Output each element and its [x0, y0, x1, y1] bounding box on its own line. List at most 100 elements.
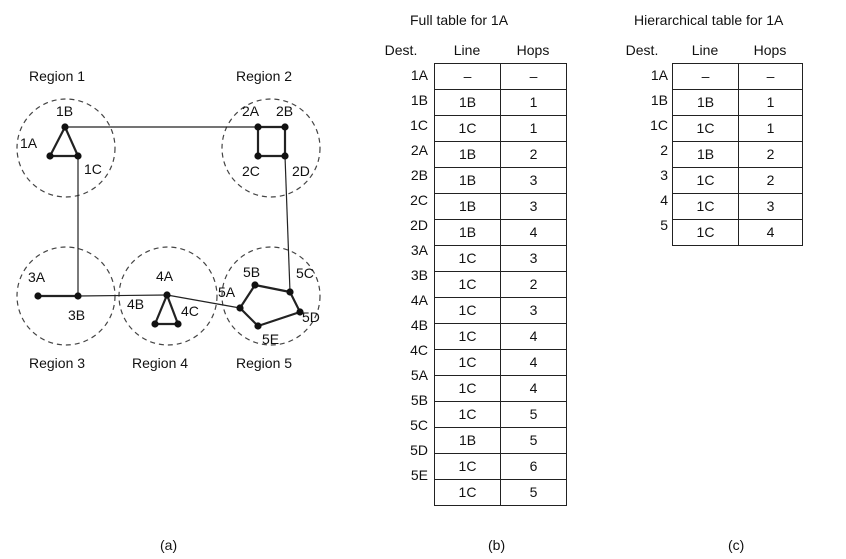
table-row: ––: [672, 63, 803, 90]
hops-cell: 3: [500, 297, 567, 324]
line-cell: 1C: [672, 115, 739, 142]
router-node-3B: [74, 292, 82, 300]
line-cell: 1B: [434, 219, 501, 246]
network-diagram: 1A 1B 1C 2A 2B 2C 2D 3A 3B 4A 4B 4C 5A 5…: [16, 68, 321, 553]
line-cell: 1B: [434, 141, 501, 168]
hops-cell: 2: [500, 271, 567, 298]
region-label-4: Region 4: [132, 355, 188, 371]
hops-cell: 4: [500, 375, 567, 402]
router-labels: 1A 1B 1C 2A 2B 2C 2D 3A 3B 4A 4B 4C 5A 5…: [20, 103, 320, 347]
region-label-5: Region 5: [236, 355, 292, 371]
router-label-5D: 5D: [302, 309, 320, 325]
link-4A-4C: [165, 294, 180, 325]
dest-cell: 4A: [410, 292, 428, 308]
router-node-5C: [286, 288, 294, 296]
dest-cell: 2C: [410, 192, 428, 208]
line-cell: 1B: [434, 89, 501, 116]
router-node-2A: [254, 123, 262, 131]
link-5C-5D: [289, 291, 301, 313]
dest-cell: 5C: [410, 417, 428, 433]
hops-cell: 1: [500, 115, 567, 142]
router-label-5C: 5C: [296, 265, 314, 281]
hops-cell: 5: [500, 427, 567, 454]
router-node-1A: [46, 152, 54, 160]
line-cell: 1C: [434, 375, 501, 402]
panel-label-b: (b): [488, 537, 506, 553]
full-table-header-dest: Dest.: [384, 42, 418, 58]
hops-cell: 5: [500, 401, 567, 428]
hops-cell: 2: [738, 141, 803, 168]
line-cell: 1B: [434, 427, 501, 454]
router-label-1B: 1B: [56, 103, 73, 119]
dest-cell: 3A: [410, 242, 428, 258]
router-label-2B: 2B: [276, 103, 293, 119]
hops-cell: 3: [500, 193, 567, 220]
router-node-5B: [251, 281, 259, 289]
full-table-title: Full table for 1A: [410, 12, 509, 28]
dest-cell: 4: [660, 192, 668, 208]
region-label-2: Region 2: [236, 68, 292, 84]
line-cell: 1C: [672, 167, 739, 194]
hier-table-header-dest: Dest.: [625, 42, 659, 58]
router-node-4C: [174, 320, 182, 328]
region-label-3: Region 3: [29, 355, 85, 371]
line-cell: 1C: [434, 401, 501, 428]
router-label-5E: 5E: [262, 331, 279, 347]
line-cell: 1C: [434, 245, 501, 272]
router-label-1C: 1C: [84, 161, 102, 177]
router-label-5A: 5A: [218, 284, 236, 300]
dest-cell: 2: [660, 142, 668, 158]
dest-cell: 1C: [650, 117, 668, 133]
dest-cell: 2A: [410, 142, 428, 158]
dest-cell: 2B: [410, 167, 428, 183]
dest-cell: 2D: [410, 217, 428, 233]
hops-cell: 3: [500, 245, 567, 272]
line-cell: 1C: [434, 271, 501, 298]
line-cell: 1C: [434, 349, 501, 376]
hops-cell: 1: [738, 115, 803, 142]
hops-cell: –: [738, 63, 803, 90]
router-node-2D: [281, 152, 289, 160]
hier-table-header-line: Line: [691, 42, 719, 58]
hops-cell: 1: [500, 89, 567, 116]
dest-cell: 3B: [410, 267, 428, 283]
region-5-circle: [221, 246, 321, 346]
dest-cell: 1C: [410, 117, 428, 133]
router-label-2C: 2C: [242, 163, 260, 179]
line-cell: 1B: [434, 167, 501, 194]
line-cell: –: [434, 63, 501, 90]
router-label-3A: 3A: [28, 269, 46, 285]
hops-cell: 2: [500, 141, 567, 168]
router-node-2C: [254, 152, 262, 160]
full-table-header-hops: Hops: [516, 42, 550, 58]
hops-cell: 3: [738, 193, 803, 220]
line-cell: 1C: [434, 479, 501, 506]
dest-cell: 5B: [410, 392, 428, 408]
hops-cell: –: [500, 63, 567, 90]
line-cell: 1C: [434, 297, 501, 324]
routers-layer: [34, 123, 304, 330]
link-1B-1C: [63, 126, 80, 157]
router-label-4C: 4C: [181, 303, 199, 319]
line-cell: 1C: [672, 193, 739, 220]
dest-cell: 5D: [410, 442, 428, 458]
line-cell: 1C: [434, 115, 501, 142]
full-table-header-line: Line: [453, 42, 481, 58]
line-cell: 1C: [434, 453, 501, 480]
dest-cell: 5A: [410, 367, 428, 383]
router-node-1C: [74, 152, 82, 160]
link-3B-4A: [77, 294, 168, 297]
